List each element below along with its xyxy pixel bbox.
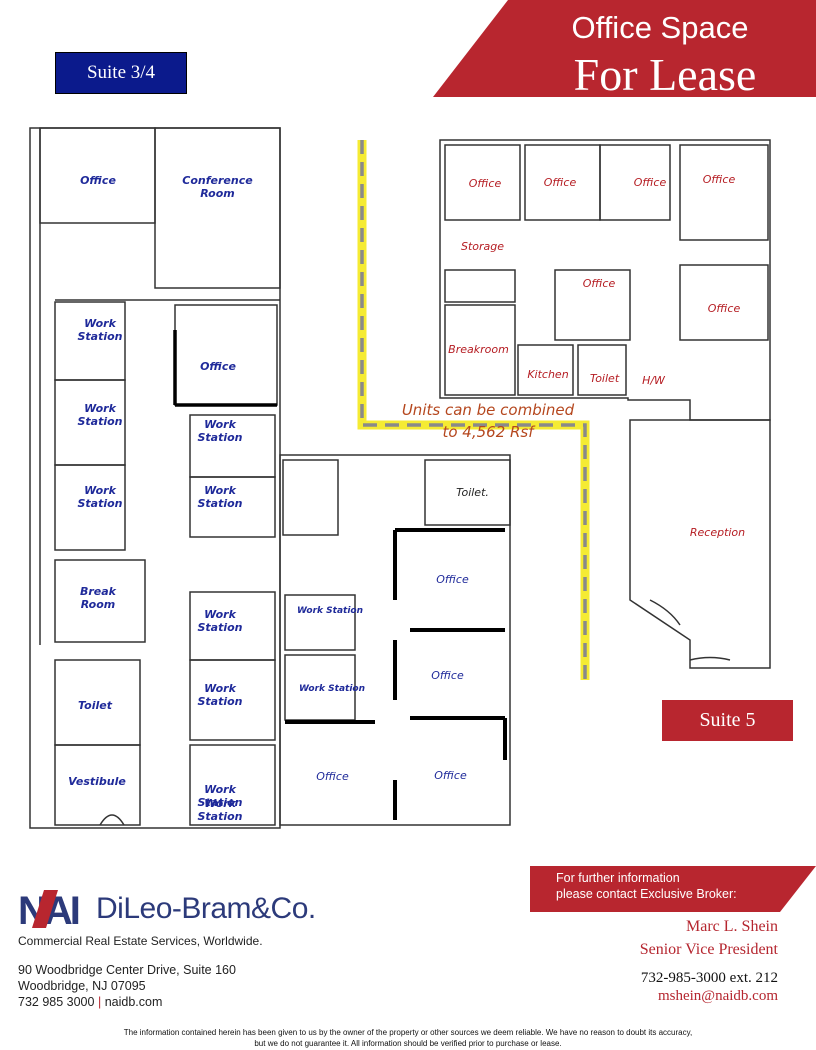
contact-line2: please contact Exclusive Broker: bbox=[556, 887, 737, 901]
room-label-workstation: Work Station bbox=[77, 484, 123, 510]
room-label-office: Office bbox=[543, 176, 577, 189]
room-label-office: Office bbox=[707, 302, 741, 315]
room-label-office: Office bbox=[80, 174, 116, 187]
plan-r-office-3 bbox=[599, 144, 671, 221]
room-label-toilet: Toilet. bbox=[456, 486, 489, 499]
company-name: DiLeo-Bram&Co. bbox=[96, 892, 316, 925]
room-label-break-room: Break Room bbox=[79, 585, 116, 611]
room-label-workstation: Work Station bbox=[197, 682, 243, 708]
contact-info: For further information please contact E… bbox=[556, 870, 737, 902]
room-label-workstation: Work Station bbox=[77, 317, 123, 343]
plan-middle-outline bbox=[279, 454, 511, 826]
room-label-reception: Reception bbox=[689, 526, 746, 539]
broker-title: Senior Vice President bbox=[639, 941, 778, 958]
broker-phone[interactable]: 732-985-3000 ext. 212 bbox=[640, 970, 778, 986]
room-label-workstation: Work Station bbox=[197, 608, 243, 634]
office-phone: 732 985 3000 bbox=[18, 995, 95, 1009]
room-label-workstation: Work Station bbox=[296, 606, 363, 616]
disclaimer: The information contained herein has bee… bbox=[20, 1027, 796, 1049]
plan-vestibule bbox=[54, 744, 141, 826]
plan-r-office-5 bbox=[554, 269, 631, 341]
room-label-toilet: Toilet bbox=[589, 372, 620, 385]
website-link[interactable]: naidb.com bbox=[104, 995, 163, 1009]
combine-line1: Units can be combined bbox=[401, 401, 575, 419]
room-label-workstation: Work Station bbox=[197, 783, 243, 809]
combined-units-note: Units can be combined to 4,562 Rsf bbox=[368, 399, 608, 443]
room-label-vestibule: Vestibule bbox=[68, 775, 126, 788]
plan-ws-5 bbox=[189, 476, 276, 538]
phone-web-line: 732 985 3000 | naidb.com bbox=[18, 994, 162, 1010]
plan-right-outline bbox=[439, 139, 771, 421]
plan-toilet-right bbox=[577, 344, 627, 396]
combine-line2: to 4,562 Rsf bbox=[442, 423, 534, 441]
room-label-breakroom: Breakroom bbox=[448, 343, 509, 356]
room-label-workstation: Work Station bbox=[197, 797, 243, 823]
nai-logo-mark: NAI bbox=[18, 889, 82, 933]
room-label-conference: Conference Room bbox=[182, 174, 253, 200]
broker-email[interactable]: mshein@naidb.com bbox=[657, 988, 778, 1004]
room-label-workstation: Work Station bbox=[197, 484, 243, 510]
room-label-workstation: Work Station bbox=[77, 402, 123, 428]
suite-5-label: Suite 5 bbox=[662, 700, 793, 741]
plan-breakroom bbox=[444, 304, 516, 396]
plan-storage bbox=[444, 269, 516, 303]
plan-ws-8 bbox=[189, 744, 276, 826]
room-label-hw: H/W bbox=[642, 374, 665, 387]
disclaimer-line1: The information contained herein has bee… bbox=[123, 1028, 693, 1037]
separator: | bbox=[97, 995, 102, 1009]
plan-reception bbox=[629, 419, 771, 669]
room-label-office: Office bbox=[200, 360, 236, 373]
room-label-office: Office bbox=[633, 176, 667, 189]
disclaimer-line2: but we do not guarantee it. All informat… bbox=[254, 1039, 562, 1048]
room-label-storage: Storage bbox=[460, 240, 505, 253]
title-banner bbox=[433, 0, 816, 97]
contact-line1: For further information bbox=[556, 871, 680, 885]
room-label-office: Office bbox=[316, 770, 349, 783]
plan-r-office-6 bbox=[679, 264, 769, 341]
plan-ws-3 bbox=[54, 464, 126, 551]
floor-plan bbox=[29, 127, 771, 829]
room-label-office: Office bbox=[434, 769, 467, 782]
room-label-office: Office bbox=[582, 277, 616, 290]
address-line1: 90 Woodbridge Center Drive, Suite 160 bbox=[18, 963, 236, 977]
room-label-office: Office bbox=[436, 573, 469, 586]
plan-break-room bbox=[54, 559, 146, 643]
room-label-workstation: Work Station bbox=[298, 684, 365, 694]
suite-3-4-label: Suite 3/4 bbox=[55, 52, 187, 94]
title-office-space: Office Space bbox=[571, 10, 749, 45]
plan-office-mid bbox=[174, 304, 278, 406]
address-line2: Woodbridge, NJ 07095 bbox=[18, 979, 146, 993]
room-label-workstation: Work Station bbox=[197, 418, 243, 444]
plan-conference-room bbox=[154, 127, 281, 289]
plan-r-office-1 bbox=[444, 144, 521, 221]
room-label-office: Office bbox=[431, 669, 464, 682]
company-logo[interactable]: NAI DiLeo-Bram&Co. bbox=[18, 888, 378, 933]
plan-r-office-4 bbox=[679, 144, 769, 241]
title-for-lease: For Lease bbox=[573, 49, 757, 100]
company-tagline: Commercial Real Estate Services, Worldwi… bbox=[18, 934, 263, 948]
room-label-toilet: Toilet bbox=[78, 699, 112, 712]
room-label-kitchen: Kitchen bbox=[527, 368, 569, 381]
broker-name: Marc L. Shein bbox=[686, 918, 778, 935]
plan-ws-7 bbox=[189, 659, 276, 741]
contact-banner bbox=[530, 866, 816, 912]
plan-kitchen bbox=[517, 344, 574, 396]
room-label-office: Office bbox=[702, 173, 736, 186]
room-label-office: Office bbox=[468, 177, 502, 190]
